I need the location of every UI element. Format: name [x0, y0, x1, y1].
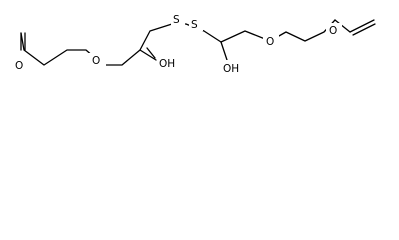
right-vinyl-bond-1 [334, 19, 351, 33]
right-ether-oxygen-1: O [266, 36, 274, 48]
left-hydroxyl-label: OH [159, 58, 175, 70]
right-vinyl-double-bond [352, 23, 376, 36]
sulfur-atom-1: S [173, 14, 180, 26]
right-ether-oxygen-2: O [329, 25, 337, 37]
left-hydroxyl-bond [146, 47, 156, 59]
right-chain-bonds [220, 19, 336, 43]
left-ether-oxygen-2: O [92, 55, 100, 67]
sulfur-atom-2: S [191, 19, 198, 31]
molecule-structure: O O OH S S OH O O [11, 12, 376, 76]
left-to-sulfur-bonds [139, 23, 222, 51]
right-vinyl-bond-2 [349, 19, 375, 33]
right-hydroxyl-label: OH [223, 63, 239, 75]
right-hydroxyl-bond [220, 41, 228, 61]
left-chain-bonds [20, 32, 157, 66]
atom-labels: O O OH S S OH O O [11, 12, 342, 76]
left-ether-oxygen-1: O [15, 60, 23, 72]
